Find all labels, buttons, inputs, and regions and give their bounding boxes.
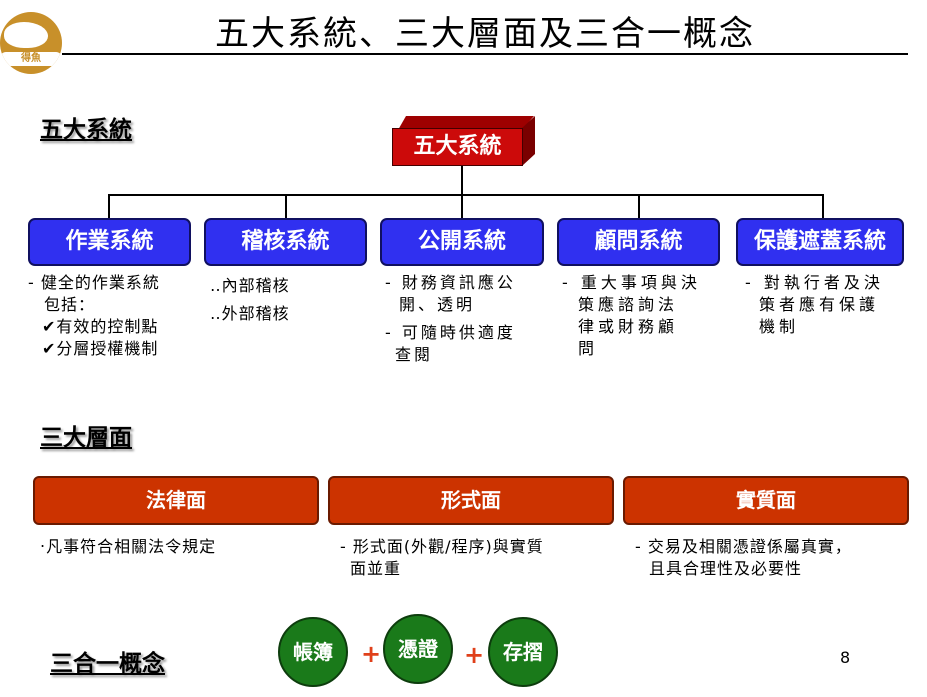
aspect-desc-form: - 形式面(外觀/程序)與實質 面並重 (340, 536, 544, 580)
section-heading-three-aspects: 三大層面 (40, 425, 132, 451)
concept-circle-passbook: 存摺 (488, 617, 558, 687)
page-number: 8 (840, 648, 851, 667)
desc-line: 策者應有保護 (759, 295, 880, 314)
aspect-desc-legal: ‧凡事符合相關法令規定 (40, 536, 216, 558)
desc-line: ‥內部稽核 (210, 276, 290, 295)
desc-line: - 重大事項與決 (562, 273, 701, 292)
system-box-disclosure: 公開系統 (380, 218, 544, 266)
connector (108, 194, 824, 196)
fish-icon (4, 22, 48, 48)
desc-line: - 可隨時供適度 (385, 323, 516, 342)
desc-line: 查閱 (395, 345, 434, 364)
system-box-protection: 保護遮蓋系統 (736, 218, 904, 266)
desc-line: ‧凡事符合相關法令規定 (40, 537, 217, 556)
desc-line: - 健全的作業系統 (28, 273, 160, 292)
desc-line: - 交易及相關憑證係屬真實， (635, 537, 852, 556)
desc-line: - 形式面(外觀/程序)與實質 (340, 537, 544, 556)
concept-circle-voucher: 憑證 (383, 614, 453, 684)
system-desc-audit: ‥內部稽核 ‥外部稽核 (210, 272, 290, 328)
aspect-box-legal: 法律面 (33, 476, 319, 525)
aspect-box-substance: 實質面 (623, 476, 909, 525)
system-box-advisory: 顧問系統 (557, 218, 720, 266)
aspect-box-form: 形式面 (328, 476, 614, 525)
title-divider (62, 53, 908, 55)
system-desc-operation: - 健全的作業系統 包括： ✔有效的控制點 ✔分層授權機制 (28, 272, 160, 360)
desc-line: ✔分層授權機制 (42, 339, 159, 358)
root-box-top (398, 116, 534, 130)
connector (461, 166, 463, 196)
aspect-desc-substance: - 交易及相關憑證係屬真實， 且具合理性及必要性 (635, 536, 852, 580)
desc-line: - 財務資訊應公 (385, 273, 516, 292)
concept-circle-ledger: 帳簿 (278, 617, 348, 687)
desc-line: ‥外部稽核 (210, 304, 290, 323)
connector (108, 194, 110, 219)
slide-title: 五大系統、三大層面及三合一概念 (215, 14, 755, 54)
system-box-audit: 稽核系統 (204, 218, 367, 266)
desc-line: - 對執行者及決 (745, 273, 884, 292)
section-heading-three-in-one: 三合一概念 (50, 651, 165, 677)
desc-line: 包括： (44, 295, 96, 314)
system-desc-advisory: - 重大事項與決 策應諮詢法 律或財務顧 問 (562, 272, 701, 360)
plus-icon: + (464, 641, 485, 669)
connector (638, 194, 640, 219)
desc-line: 且具合理性及必要性 (649, 559, 803, 578)
desc-line: 律或財務顧 (578, 317, 679, 336)
system-desc-disclosure: - 財務資訊應公 開、透明 - 可隨時供適度 查閱 (385, 272, 516, 366)
connector (822, 194, 824, 219)
section-heading-five-systems: 五大系統 (40, 117, 132, 143)
desc-line: 問 (578, 339, 599, 358)
desc-line: 策應諮詢法 (578, 295, 679, 314)
system-box-operation: 作業系統 (28, 218, 191, 266)
logo-text: 得魚 (0, 52, 62, 66)
desc-line: ✔有效的控制點 (42, 317, 159, 336)
desc-line: 機制 (759, 317, 800, 336)
root-box: 五大系統 (392, 128, 523, 166)
desc-line: 面並重 (350, 559, 402, 578)
plus-icon: + (361, 640, 382, 668)
logo: 得魚 (0, 12, 62, 74)
desc-line: 開、透明 (399, 295, 476, 314)
connector (285, 194, 287, 219)
root-box-side (522, 116, 535, 166)
system-desc-protection: - 對執行者及決 策者應有保護 機制 (745, 272, 884, 338)
connector (461, 194, 463, 219)
